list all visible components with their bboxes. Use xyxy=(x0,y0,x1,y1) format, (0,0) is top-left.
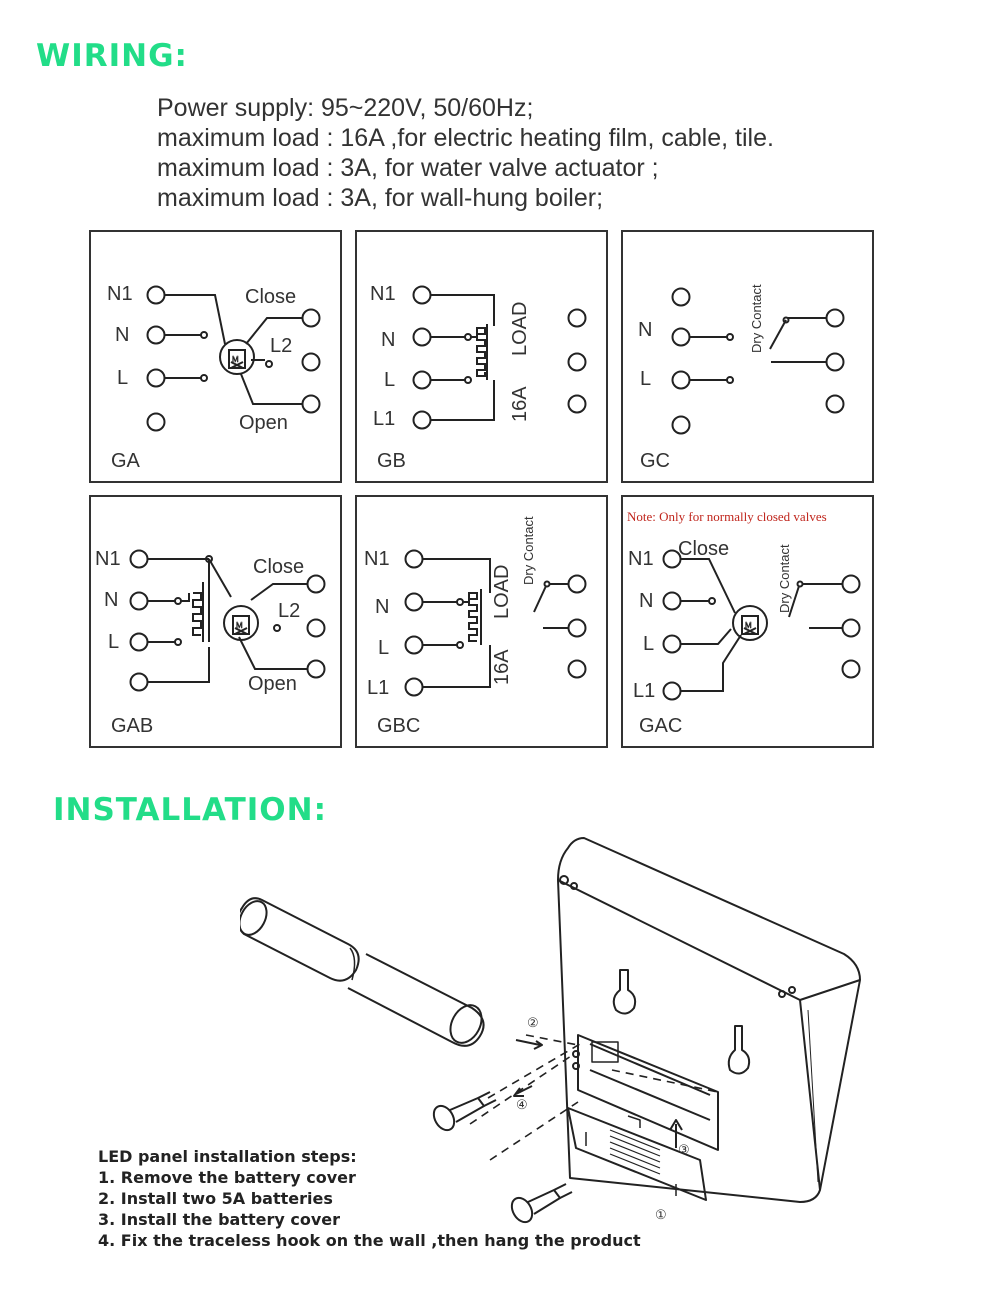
gac-l-label: L xyxy=(643,633,655,655)
step-4: 4. Fix the traceless hook on the wall ,t… xyxy=(98,1231,641,1250)
traceless-hook-lower xyxy=(510,1183,573,1224)
gab-diagram-id: GAB xyxy=(111,715,154,737)
step-marker-4: ④ xyxy=(516,1097,528,1112)
gb-diagram-id: GB xyxy=(377,450,406,472)
gb-l-label: L xyxy=(384,369,396,391)
gbc-n-label: N xyxy=(375,596,390,618)
gb-l1-label: L1 xyxy=(373,408,396,430)
svg-text:M: M xyxy=(236,621,243,630)
diagram-gc: N L Dry Contact GC xyxy=(621,230,874,483)
diagram-gab: M N1 N L Close L2 Open GAB xyxy=(89,495,342,748)
gb-n-label: N xyxy=(381,329,396,351)
gc-wiring-lines xyxy=(671,287,845,435)
installation-illustration xyxy=(240,837,861,1224)
gac-l1-label: L1 xyxy=(633,680,656,702)
thermostat-device xyxy=(557,837,861,1203)
ga-close-label: Close xyxy=(245,286,297,308)
gab-l2-label: L2 xyxy=(278,600,301,622)
gb-wiring-lines xyxy=(412,285,587,430)
spec-load-valve: maximum load : 3A, for water valve actua… xyxy=(157,154,659,182)
gb-n1-label: N1 xyxy=(370,283,396,305)
gab-wiring-lines: M xyxy=(129,549,326,692)
gac-dry-contact-label: Dry Contact xyxy=(777,544,792,613)
installation-steps: LED panel installation steps: 1. Remove … xyxy=(98,1146,641,1251)
gac-n1-label: N1 xyxy=(628,548,654,570)
gbc-dry-contact-label: Dry Contact xyxy=(521,516,536,585)
gab-l-label: L xyxy=(108,631,120,653)
ga-wiring-lines: M xyxy=(146,285,321,432)
step-marker-1: ① xyxy=(655,1207,667,1222)
gc-diagram-id: GC xyxy=(640,450,670,472)
gb-amps-label: 16A xyxy=(509,386,531,422)
gbc-l1-label: L1 xyxy=(367,677,390,699)
traceless-hook-upper xyxy=(432,1091,497,1132)
gb-load-label: LOAD xyxy=(509,301,531,356)
gc-n-label: N xyxy=(638,319,653,341)
gac-note: Note: Only for normally closed valves xyxy=(627,509,827,524)
ga-open-label: Open xyxy=(239,412,288,434)
gac-wiring-lines: M xyxy=(662,549,861,701)
ga-l-label: L xyxy=(117,367,129,389)
svg-text:M: M xyxy=(232,355,239,364)
ga-n1-label: N1 xyxy=(107,283,133,305)
ga-n-label: N xyxy=(115,324,130,346)
step-3: 3. Install the battery cover xyxy=(98,1210,341,1229)
diagram-gac: M Note: Only for normally closed valves … xyxy=(621,495,874,748)
ga-diagram-id: GA xyxy=(111,450,140,472)
installation-heading: INSTALLATION: xyxy=(53,792,328,828)
gac-n-label: N xyxy=(639,590,654,612)
gbc-l-label: L xyxy=(378,637,390,659)
gbc-wiring-lines xyxy=(404,549,587,697)
gbc-diagram-id: GBC xyxy=(377,715,421,737)
diagram-gb: N1 N L L1 LOAD 16A GB xyxy=(355,230,608,483)
gac-close-label: Close xyxy=(678,538,730,560)
diagram-gbc: N1 N L L1 LOAD 16A Dry Contact GBC xyxy=(355,495,608,748)
spec-load-heating: maximum load : 16A ,for electric heating… xyxy=(157,124,774,152)
install-arrows xyxy=(469,1034,719,1161)
gac-diagram-id: GAC xyxy=(639,715,683,737)
battery-cover xyxy=(567,1107,707,1201)
wiring-heading: WIRING: xyxy=(36,38,188,74)
gbc-n1-label: N1 xyxy=(364,548,390,570)
gab-open-label: Open xyxy=(248,673,297,695)
gc-dry-contact-label: Dry Contact xyxy=(749,284,764,353)
arrow-2 xyxy=(515,1039,541,1046)
gbc-amps-label: 16A xyxy=(491,649,513,685)
step-marker-2: ② xyxy=(527,1015,539,1030)
ga-l2-label: L2 xyxy=(270,335,293,357)
steps-title: LED panel installation steps: xyxy=(98,1147,357,1166)
batteries xyxy=(240,897,485,1047)
arrow-4 xyxy=(515,1085,533,1095)
gc-l-label: L xyxy=(640,368,652,390)
gab-n-label: N xyxy=(104,589,119,611)
spec-load-boiler: maximum load : 3A, for wall-hung boiler; xyxy=(157,184,604,212)
spec-power-supply: Power supply: 95~220V, 50/60Hz; xyxy=(157,94,534,122)
step-1: 1. Remove the battery cover xyxy=(98,1168,356,1187)
gbc-load-label: LOAD xyxy=(491,564,513,619)
diagram-ga: M N1 N L Close L2 Open GA xyxy=(89,230,342,483)
gab-close-label: Close xyxy=(253,556,305,578)
gab-n1-label: N1 xyxy=(95,548,121,570)
step-marker-3: ③ xyxy=(678,1142,690,1157)
svg-text:M: M xyxy=(745,621,752,630)
step-2: 2. Install two 5A batteries xyxy=(98,1189,333,1208)
